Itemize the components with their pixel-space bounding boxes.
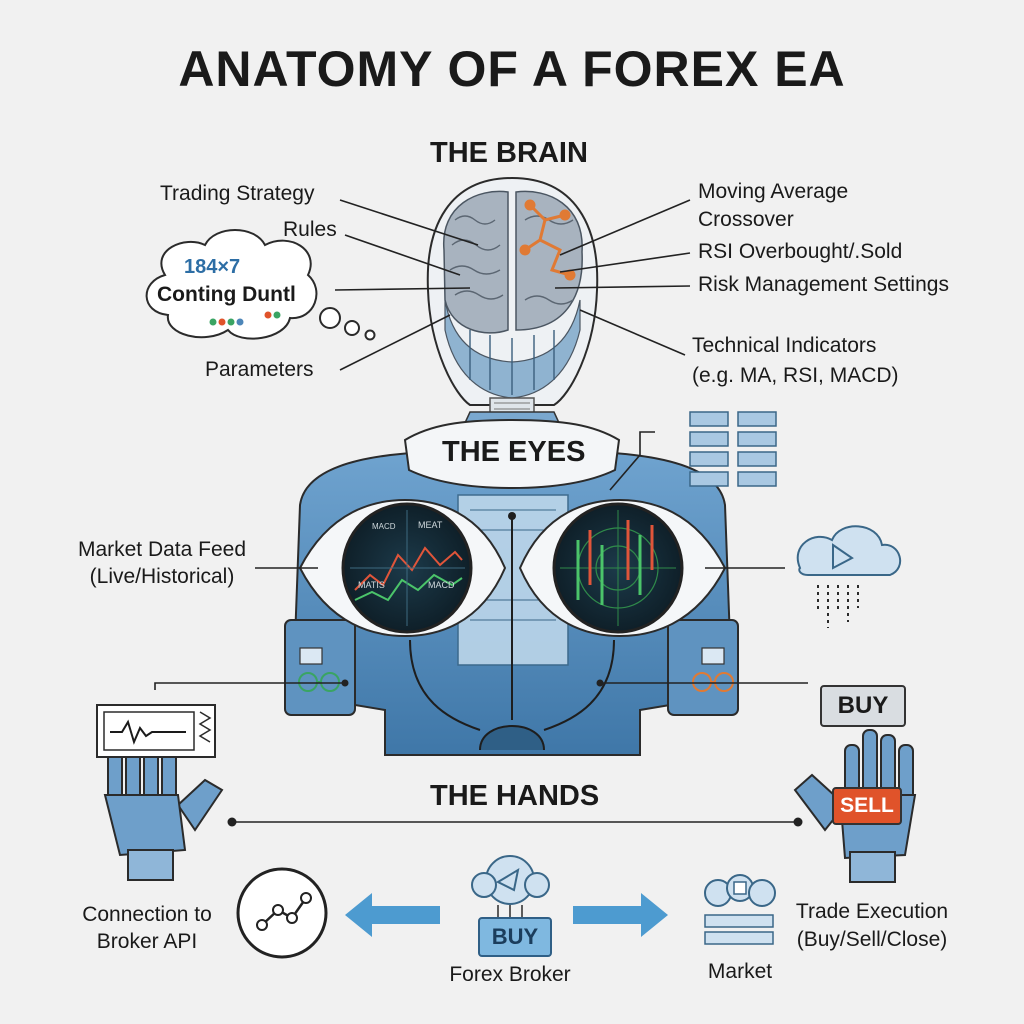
label-connection-to: Connection to <box>82 903 212 926</box>
label-execution-types: (Buy/Sell/Close) <box>796 928 948 951</box>
label-forex-broker: Forex Broker <box>449 963 571 986</box>
label-indicator-examples: (e.g. MA, RSI, MACD) <box>692 364 899 387</box>
broker-buy-badge: BUY <box>478 917 552 957</box>
label-market-data-type: (Live/Historical) <box>89 565 235 588</box>
screen-label-top-left: MACD <box>372 522 396 531</box>
label-risk-management: Risk Management Settings <box>698 273 949 296</box>
label-market-data-feed: Market Data Feed <box>77 538 247 561</box>
label-trade-execution: Trade Execution <box>795 900 949 923</box>
market-server-icon <box>704 874 776 945</box>
label-moving-average: Moving Average <box>698 180 849 203</box>
left-eye <box>298 498 507 638</box>
page-title: ANATOMY OF A FOREX EA <box>178 41 846 97</box>
section-eyes: THE EYES <box>442 436 586 468</box>
right-eye <box>518 498 727 638</box>
label-technical-indicators: Technical Indicators <box>692 334 877 357</box>
server-rack-icon <box>689 411 777 487</box>
right-gear-icon <box>692 672 734 692</box>
label-rules: Rules <box>283 218 337 241</box>
right-arrow-icon <box>573 893 668 937</box>
left-robot-hand <box>103 734 224 881</box>
left-gear-icon <box>298 672 340 692</box>
circuit-icon <box>519 199 576 281</box>
api-monitor-icon <box>96 704 216 758</box>
sell-sign: SELL <box>832 787 902 825</box>
bubble-line-2: Conting Duntl <box>157 283 296 306</box>
broker-network-icon <box>471 855 550 918</box>
label-crossover: Crossover <box>698 208 794 231</box>
label-trading-strategy: Trading Strategy <box>160 182 315 205</box>
section-brain: THE BRAIN <box>430 137 588 169</box>
label-parameters: Parameters <box>205 358 314 381</box>
thought-bubble <box>145 229 376 341</box>
left-arrow-icon <box>345 893 440 937</box>
bubble-dots <box>209 311 281 326</box>
buy-sign: BUY <box>820 685 906 727</box>
broker-api-icon <box>236 867 328 959</box>
label-market: Market <box>707 960 773 983</box>
cloud-play-icon <box>796 525 901 628</box>
robot-head <box>426 176 599 426</box>
label-broker-api: Broker API <box>96 930 198 953</box>
leader-lines <box>154 199 808 823</box>
screen-label-top-right: MEAT <box>418 520 443 530</box>
screen-label-bottom-right: MACD <box>428 580 455 590</box>
section-hands: THE HANDS <box>430 780 600 812</box>
bubble-line-1: 184×7 <box>184 256 241 278</box>
label-rsi: RSI Overbought/.Sold <box>698 240 903 263</box>
screen-label-bottom-left: MATIS <box>358 580 385 590</box>
